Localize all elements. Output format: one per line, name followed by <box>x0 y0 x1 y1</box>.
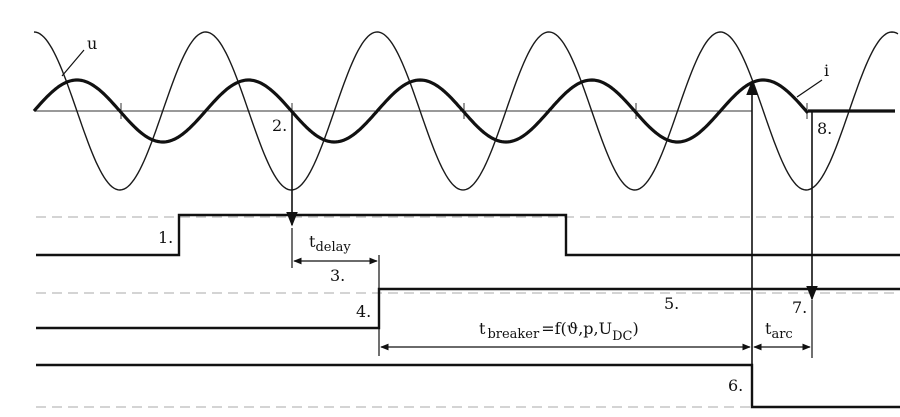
step-label-8: 8. <box>817 119 832 138</box>
label-u: u <box>87 34 97 53</box>
tarc-label: tarc <box>765 319 793 342</box>
signal-trace-1 <box>36 213 900 257</box>
tdelay-label: tdelay <box>309 232 351 255</box>
step-label-4: 4. <box>356 302 371 321</box>
signal-trace-3 <box>36 363 900 409</box>
leader-u <box>61 49 85 77</box>
step-label-1: 1. <box>158 228 173 247</box>
step-label-2: 2. <box>272 116 287 135</box>
step-label-5: 5. <box>664 294 679 313</box>
step-label-7: 7. <box>792 298 807 317</box>
signal-trace-2 <box>36 287 900 330</box>
label-i: i <box>824 61 829 80</box>
step-label-6: 6. <box>728 376 743 395</box>
leader-i <box>796 79 823 98</box>
step-label-3: 3. <box>330 266 345 285</box>
current-waveform <box>32 78 810 144</box>
